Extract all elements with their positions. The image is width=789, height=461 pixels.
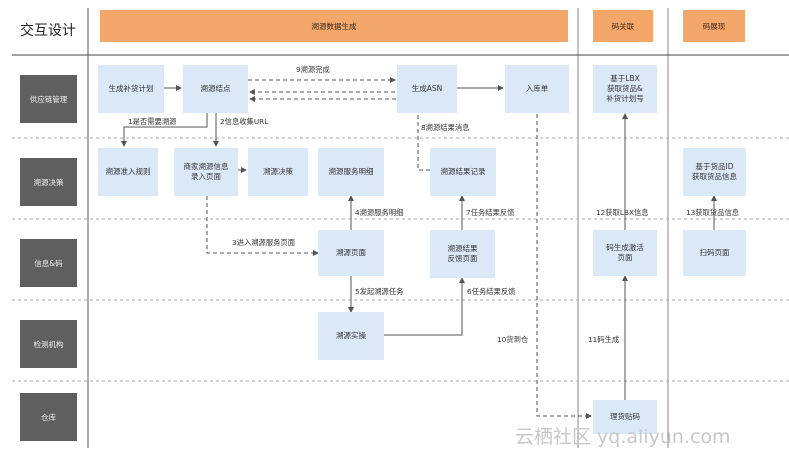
box-gen-asn: 生成ASN <box>397 65 457 113</box>
box-trace-exec: 溯源实操 <box>318 312 384 360</box>
edge-3 <box>206 196 319 256</box>
edge-10 <box>536 114 592 419</box>
edge-label-2: 2信息收集URL <box>220 117 269 126</box>
box-label-attach: 理货贴码 <box>593 400 657 434</box>
box-trace-node: 溯源结点 <box>183 65 248 113</box>
box-trace-record: 溯源结果记录 <box>430 148 496 196</box>
box-inbound-order: 入库单 <box>505 65 569 113</box>
box-service-detail: 溯源服务明细 <box>318 148 384 196</box>
page-title: 交互设计 <box>20 23 76 39</box>
box-replenish-plan: 生成补货计划 <box>98 65 164 113</box>
edge-6 <box>383 277 465 336</box>
edge-label-3: 3进入溯源服务页面 <box>232 238 296 247</box>
edge-label-12: 12获取LBX信息 <box>596 208 649 217</box>
lane-inspection: 检测机构 <box>20 320 77 368</box>
edge-label-4: 4溯源服务明细 <box>355 208 404 217</box>
edge-label-1: 1是否需要溯源 <box>128 117 177 126</box>
header-main: 溯源数据生成 <box>100 10 568 42</box>
edge-label-10: 10货到仓 <box>497 335 529 344</box>
edge-label-13: 13获取货品信息 <box>686 208 740 217</box>
box-merchant-entry: 商家溯源信息 录入页面 <box>174 148 238 196</box>
lane-trace-decision: 溯源决策 <box>20 158 77 206</box>
lane-warehouse: 仓库 <box>20 393 77 441</box>
edge-label-8: 8溯源结果消息 <box>421 123 470 132</box>
lane-info-code: 信息&码 <box>20 239 77 287</box>
box-feedback-page: 溯源结果 反馈页面 <box>430 230 495 278</box>
box-goods-by-id: 基于货品ID 获取货品信息 <box>683 148 746 196</box>
edge-label-11: 11码生成 <box>588 335 620 344</box>
edge-1 <box>121 113 208 147</box>
header-code-link: 码关联 <box>593 10 653 42</box>
box-trace-page: 溯源页面 <box>318 230 384 276</box>
edge-label-6: 6任务结果反馈 <box>467 287 516 296</box>
edge-label-7: 7任务结果反馈 <box>466 208 515 217</box>
box-trace-rules: 溯源准入规则 <box>98 148 158 196</box>
box-code-activate: 码生成激活 页面 <box>593 230 657 276</box>
box-get-goods: 基于LBX 获取货品& 补货计划号 <box>593 65 657 113</box>
edge-label-9: 9溯源完成 <box>296 65 330 74</box>
edge-label-5: 5发起溯源任务 <box>355 287 404 296</box>
box-scan-page: 扫码页面 <box>683 230 746 276</box>
lane-supply-chain: 供应链管理 <box>20 75 77 123</box>
watermark: 云栖社区 yq.aliyun.com <box>515 426 731 448</box>
box-trace-decision: 溯源决策 <box>248 148 308 196</box>
header-code-display: 码展现 <box>683 10 745 42</box>
